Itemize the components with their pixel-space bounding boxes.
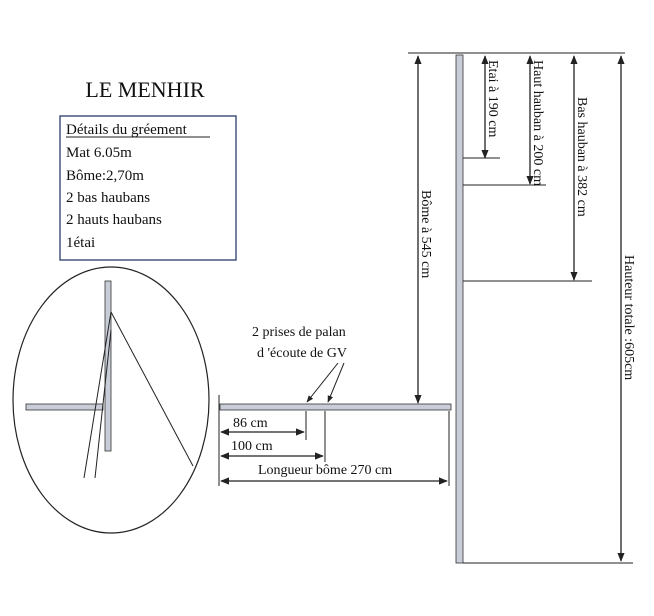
svg-text:Haut hauban à 200 cm: Haut hauban à 200 cm bbox=[530, 60, 545, 186]
details-heading: Détails du gréement bbox=[66, 122, 188, 138]
dim-100: 100 cm bbox=[220, 411, 326, 462]
details-line: Bôme:2,70m bbox=[66, 168, 144, 184]
dim-etai: Etai à 190 cm bbox=[463, 55, 500, 159]
diagram-title: LE MENHIR bbox=[85, 77, 204, 102]
svg-text:2 prises de palan: 2 prises de palan bbox=[252, 325, 346, 340]
svg-text:Etai à 190 cm: Etai à 190 cm bbox=[485, 60, 500, 137]
details-line: 2 hauts haubans bbox=[66, 212, 162, 228]
details-line: 1étai bbox=[66, 235, 95, 251]
details-line: Mat 6.05m bbox=[66, 145, 132, 161]
details-box: Détails du gréement Mat 6.05m Bôme:2,70m… bbox=[59, 115, 237, 261]
dim-bas-hauban: Bas hauban à 382 cm bbox=[463, 55, 592, 282]
svg-text:Bas hauban à 382 cm: Bas hauban à 382 cm bbox=[574, 97, 589, 217]
dim-86: 86 cm bbox=[220, 411, 307, 440]
dim-boom-height: Bôme à 545 cm bbox=[414, 55, 433, 404]
small-mast bbox=[104, 280, 112, 452]
main-boom bbox=[219, 403, 452, 411]
svg-text:d 'écoute de GV: d 'écoute de GV bbox=[257, 346, 347, 361]
dim-haut-hauban: Haut hauban à 200 cm bbox=[463, 55, 546, 186]
svg-text:Bôme à 545 cm: Bôme à 545 cm bbox=[418, 190, 433, 278]
svg-text:Hauteur totale :605cm: Hauteur totale :605cm bbox=[621, 255, 636, 380]
top-view-ellipse bbox=[12, 266, 210, 534]
svg-text:100 cm: 100 cm bbox=[231, 439, 273, 454]
svg-text:86 cm: 86 cm bbox=[233, 416, 268, 431]
svg-text:Longueur bôme 270 cm: Longueur bôme 270 cm bbox=[258, 463, 392, 478]
dim-boom-length: Longueur bôme 270 cm bbox=[220, 411, 450, 486]
main-mast bbox=[455, 54, 464, 564]
dim-hauteur-totale: Hauteur totale :605cm bbox=[617, 55, 636, 562]
details-line: 2 bas haubans bbox=[66, 190, 150, 206]
small-boom bbox=[25, 403, 104, 411]
mainsheet-points-note: 2 prises de palan d 'écoute de GV bbox=[252, 325, 347, 403]
